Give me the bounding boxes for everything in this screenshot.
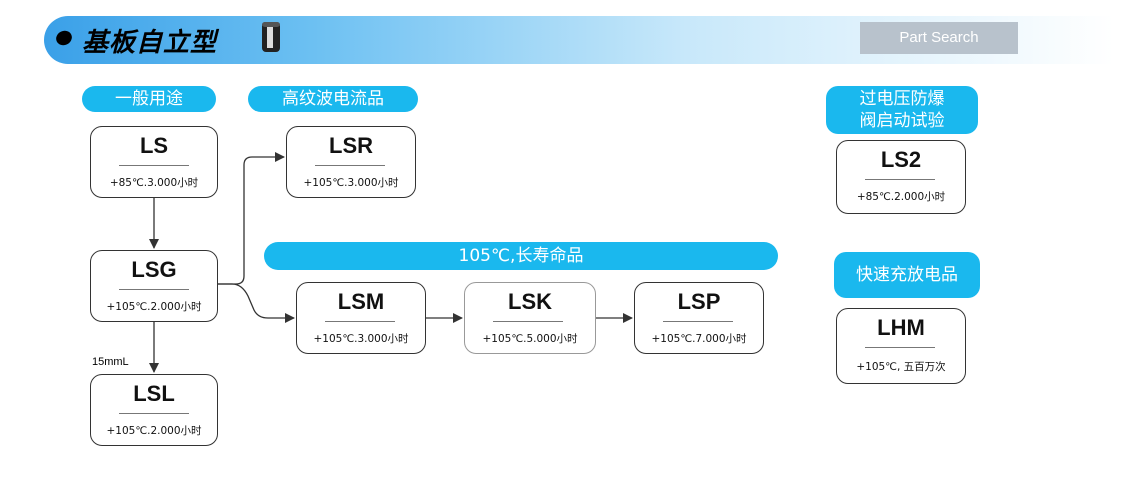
series-name: LSL [133,381,175,406]
category-long-life: 105℃,长寿命品 [264,242,778,270]
series-spec: +105℃.2.000小时 [106,301,202,313]
series-name: LS2 [880,147,922,172]
category-overvoltage: 过电压防爆 阀启动试验 [826,86,978,134]
series-lsm[interactable]: LSM +105℃.3.000小时 [296,282,426,354]
series-lsr[interactable]: LSR +105℃.3.000小时 [286,126,416,198]
divider [865,347,935,348]
series-lsk[interactable]: LSK +105℃.5.000小时 [464,282,596,354]
series-lhm[interactable]: LHM +105℃, 五百万次 [836,308,966,384]
category-high-ripple: 高纹波电流品 [248,86,418,112]
series-ls2[interactable]: LS2 +85℃.2.000小时 [836,140,966,214]
series-name: LSP [677,289,721,314]
divider [865,179,935,180]
series-lsl[interactable]: LSL +105℃.2.000小时 [90,374,218,446]
divider [315,165,385,166]
category-fast-charge-label: 快速充放电品 [856,265,958,285]
divider [325,321,395,322]
connector-label: 15mmL [92,356,129,368]
category-general-label: 一般用途 [115,89,183,109]
series-name: LS [139,133,169,158]
category-overvoltage-line1: 过电压防爆 [859,89,945,109]
series-name: LSK [508,289,552,314]
series-spec: +105℃.3.000小时 [303,177,399,189]
arrow-lsg-lsm [218,283,295,323]
divider [119,165,189,166]
series-spec: +85℃.2.000小时 [856,191,946,203]
series-spec: +85℃.3.000小时 [109,177,199,189]
series-ls[interactable]: LS +85℃.3.000小时 [90,126,218,198]
part-search-button[interactable]: Part Search [860,22,1018,54]
divider [119,413,189,414]
series-name: LSM [337,289,385,314]
divider [663,321,733,322]
series-name: LSR [329,133,373,158]
series-spec: +105℃.3.000小时 [313,333,409,345]
category-high-ripple-label: 高纹波电流品 [282,89,384,109]
arrow-lsg-lsr [218,152,285,285]
series-lsg[interactable]: LSG +105℃.2.000小时 [90,250,218,322]
series-lsp[interactable]: LSP +105℃.7.000小时 [634,282,764,354]
divider [119,289,189,290]
category-long-life-label: 105℃,长寿命品 [458,246,584,266]
category-overvoltage-line2: 阀启动试验 [859,111,945,131]
page-title: 基板自立型 [82,28,218,58]
series-spec: +105℃.2.000小时 [106,425,202,437]
series-spec: +105℃.7.000小时 [651,333,747,345]
divider [493,321,563,322]
series-name: LHM [877,315,925,340]
series-name: LSG [131,257,177,282]
series-spec: +105℃.5.000小时 [482,333,578,345]
series-spec: +105℃, 五百万次 [856,361,946,373]
category-fast-charge: 快速充放电品 [834,252,980,298]
category-general: 一般用途 [82,86,216,112]
capacitor-icon [262,22,280,52]
